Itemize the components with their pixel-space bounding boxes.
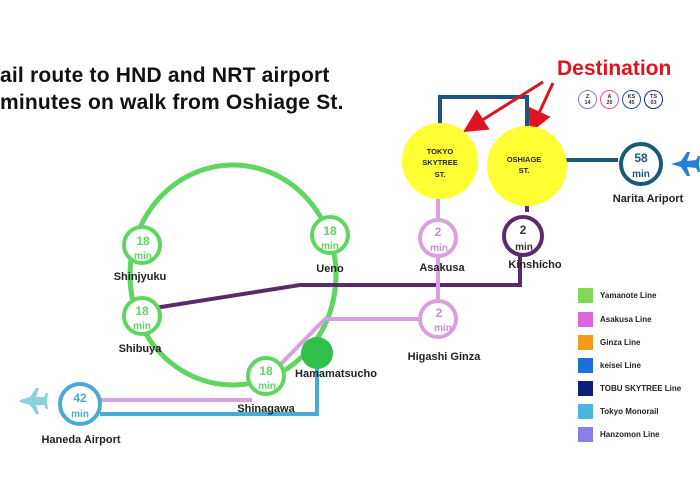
asakusa-circle bbox=[418, 218, 458, 258]
line-badge-a20: A 20 bbox=[600, 90, 619, 109]
hamamatsucho-name: Hamamatsucho bbox=[295, 368, 377, 380]
legend-label: Ginza Line bbox=[600, 337, 641, 347]
haneda-unit: min bbox=[71, 409, 89, 420]
skytree-label-2: SKYTREE bbox=[422, 158, 457, 167]
ueno-unit: min bbox=[321, 241, 339, 252]
higashi-ginza-circle bbox=[418, 299, 458, 339]
haneda-name: Haneda Airport bbox=[41, 434, 120, 446]
legend-item-asakusa: Asakusa Line bbox=[578, 310, 652, 328]
yamanote-loop bbox=[127, 162, 339, 388]
legend-swatch bbox=[578, 287, 593, 303]
arrow-to-skytree bbox=[462, 80, 544, 133]
shinagawa-circle bbox=[246, 356, 286, 396]
tobu-skytree-line bbox=[438, 95, 529, 132]
oshiage-label-2: ST. bbox=[519, 166, 530, 175]
legend-label: Yamanote Line bbox=[600, 290, 657, 300]
destination-label: Destination bbox=[557, 57, 672, 80]
badge-letter: A bbox=[607, 93, 612, 100]
badge-letter: KS bbox=[627, 93, 636, 100]
higashi-ginza-name: Higashi Ginza bbox=[408, 351, 482, 363]
title-line-2: minutes on walk from Oshiage St. bbox=[0, 91, 344, 114]
kinshicho-name: Kinshicho bbox=[508, 259, 561, 271]
legend-item-ginza: Ginza Line bbox=[578, 333, 640, 351]
oshiage-label-1: OSHIAGE bbox=[507, 155, 542, 164]
haneda-circle bbox=[58, 382, 102, 426]
kinshicho-unit: min bbox=[515, 242, 533, 253]
shinagawa-unit: min bbox=[258, 381, 276, 392]
legend-label: Tokyo Monorail bbox=[600, 406, 659, 416]
legend-swatch bbox=[578, 380, 593, 396]
asakusa-name: Asakusa bbox=[419, 262, 465, 274]
legend-label: Hanzomon Line bbox=[600, 429, 660, 439]
legend-item-keisei: keisei Line bbox=[578, 356, 641, 374]
line-badge-ks45: KS 45 bbox=[622, 90, 641, 109]
ueno-minutes: 18 bbox=[323, 224, 337, 238]
skytree-label-1: TOKYO bbox=[427, 147, 454, 156]
oshiage-station bbox=[487, 126, 567, 206]
ueno-circle bbox=[310, 215, 350, 255]
shinjyuku-unit: min bbox=[134, 251, 152, 262]
skytree-label-3: ST. bbox=[435, 170, 446, 179]
badge-letter: Z bbox=[585, 93, 590, 100]
shinjyuku-name: Shinjyuku bbox=[114, 271, 167, 283]
shinjyuku-minutes: 18 bbox=[136, 234, 150, 248]
legend-swatch bbox=[578, 426, 593, 442]
shibuya-unit: min bbox=[133, 321, 151, 332]
asakusa-unit: min bbox=[430, 243, 448, 254]
shinagawa-name: Shinagawa bbox=[237, 403, 295, 415]
badge-number: 03 bbox=[650, 99, 657, 106]
kinshicho-circle bbox=[502, 215, 544, 257]
shibuya-name: Shibuya bbox=[119, 343, 163, 355]
kinshicho-minutes: 2 bbox=[520, 223, 527, 237]
line-badge-ts03: TS 03 bbox=[644, 90, 663, 109]
airplane-icon bbox=[671, 152, 700, 176]
badge-number: 14 bbox=[584, 99, 591, 106]
legend-label: Asakusa Line bbox=[600, 314, 652, 324]
ueno-name: Ueno bbox=[316, 263, 344, 275]
shibuya-circle bbox=[122, 296, 162, 336]
legend-item-yamanote: Yamanote Line bbox=[578, 286, 656, 304]
badge-number: 20 bbox=[606, 99, 613, 106]
legend-item-tokyo-monorail: Tokyo Monorail bbox=[578, 402, 659, 420]
arrow-to-oshiage bbox=[528, 82, 555, 134]
higashi-ginza-unit: min bbox=[434, 323, 452, 334]
shinjyuku-circle bbox=[122, 225, 162, 265]
narita-name: Narita Ariport bbox=[613, 193, 684, 205]
legend-swatch bbox=[578, 357, 593, 373]
badge-letter: TS bbox=[649, 93, 658, 100]
narita-circle bbox=[619, 142, 663, 186]
line-badge-z14: Z 14 bbox=[578, 90, 597, 109]
badge-number: 45 bbox=[628, 99, 635, 106]
legend-swatch bbox=[578, 334, 593, 350]
hamamatsucho-dot bbox=[301, 337, 333, 369]
asakusa-minutes: 2 bbox=[435, 225, 442, 239]
shinagawa-minutes: 18 bbox=[259, 364, 273, 378]
narita-minutes: 58 bbox=[634, 151, 648, 165]
legend-label: keisei Line bbox=[600, 360, 641, 370]
higashi-ginza-minutes: 2 bbox=[436, 306, 443, 320]
airplane-icon bbox=[20, 388, 48, 414]
legend-swatch bbox=[578, 311, 593, 327]
legend-swatch bbox=[578, 403, 593, 419]
monorail-line bbox=[100, 355, 319, 416]
legend-label: TOBU SKYTREE Line bbox=[600, 383, 682, 393]
asakusa-line-south bbox=[268, 317, 420, 377]
legend-item-hanzomon: Hanzomon Line bbox=[578, 425, 660, 443]
legend-item-tobu-skytree: TOBU SKYTREE Line bbox=[578, 379, 681, 397]
narita-unit: min bbox=[632, 169, 650, 180]
haneda-minutes: 42 bbox=[73, 391, 87, 405]
title-line-1: ail route to HND and NRT airport bbox=[0, 64, 330, 87]
shibuya-minutes: 18 bbox=[135, 304, 149, 318]
hanzomon-line bbox=[141, 235, 522, 312]
tokyo-skytree-station bbox=[402, 123, 478, 199]
